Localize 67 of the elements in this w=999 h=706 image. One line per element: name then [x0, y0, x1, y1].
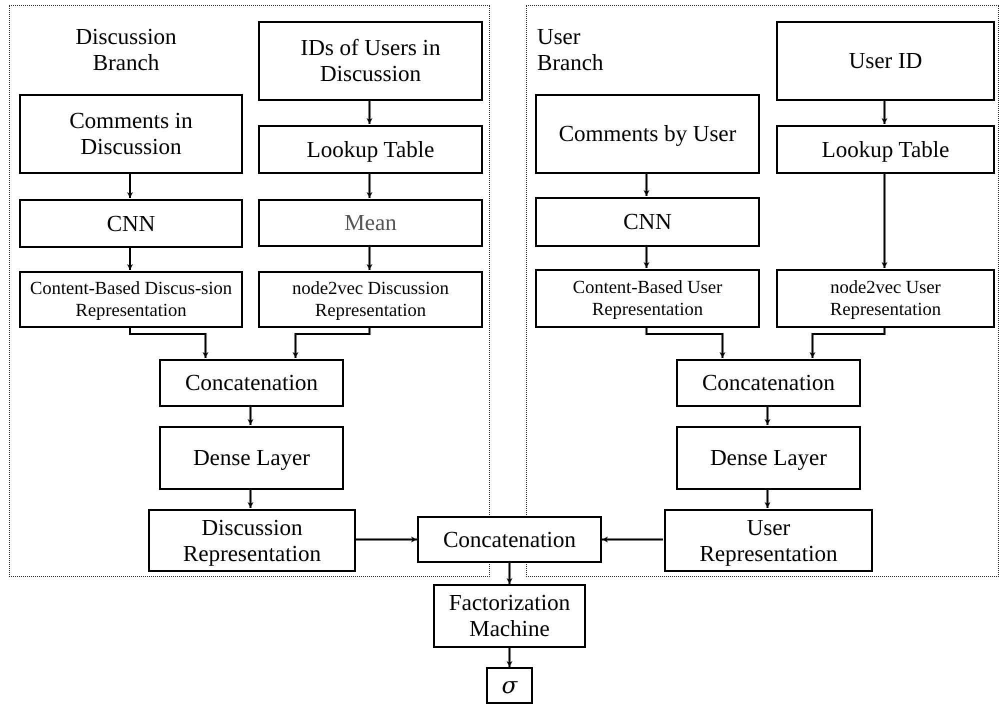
process-box	[535, 197, 760, 247]
arrow	[882, 100, 888, 124]
arrow	[764, 489, 770, 508]
box-label: Content-Based User Representation	[572, 276, 724, 320]
arrow	[764, 406, 770, 425]
box-label: User ID	[848, 48, 924, 74]
arrow	[129, 327, 208, 358]
box-label: IDs of Users in Discussion	[300, 35, 442, 87]
box-label: Discussion Representation	[182, 514, 322, 566]
arrow	[602, 536, 663, 542]
arrow	[646, 327, 726, 358]
box-label: node2vec Discussion Representation	[291, 278, 450, 322]
arrow	[127, 247, 133, 270]
arrow	[506, 648, 512, 667]
arrow	[127, 173, 133, 198]
process-box	[535, 94, 760, 174]
process-box	[776, 125, 995, 174]
process-box	[19, 271, 243, 328]
process-box	[159, 359, 344, 407]
box-label: Factorization Machine	[448, 590, 572, 642]
arrow	[366, 246, 372, 270]
box-label: Concatenation	[442, 526, 577, 552]
arrow	[882, 173, 888, 268]
arrow	[644, 173, 650, 196]
branch-heading: User Branch	[537, 24, 604, 76]
process-box	[159, 426, 344, 490]
box-label: Concatenation	[184, 370, 319, 396]
arrow	[355, 536, 417, 542]
box-label: Lookup Table	[306, 136, 436, 162]
process-box	[433, 584, 586, 648]
process-box	[664, 509, 873, 572]
process-box	[676, 359, 861, 407]
process-box	[258, 199, 483, 247]
arrow	[366, 100, 372, 124]
box-label: User Representation	[698, 514, 838, 566]
process-box	[676, 426, 861, 490]
box-label: Dense Layer	[192, 445, 311, 471]
process-box	[776, 269, 995, 328]
box-label: Content-Based Discus-sion Representation	[29, 278, 233, 322]
arrow	[248, 489, 254, 508]
process-box	[19, 199, 243, 248]
process-box	[258, 271, 483, 328]
process-box	[148, 509, 356, 572]
box-label: Dense Layer	[709, 445, 828, 471]
process-box	[19, 94, 243, 174]
branch-heading: Discussion Branch	[74, 24, 178, 76]
arrow	[506, 563, 512, 584]
arrow	[248, 406, 254, 425]
box-label: σ	[500, 672, 519, 698]
box-label: Concatenation	[701, 370, 836, 396]
arrow	[292, 327, 370, 358]
arrow	[810, 327, 886, 358]
box-label: node2vec User Representation	[829, 276, 942, 320]
box-label: CNN	[622, 209, 673, 235]
arrow	[644, 246, 650, 268]
box-label: CNN	[106, 210, 156, 236]
box-label: Comments by User	[558, 121, 738, 147]
box-label: Comments in Discussion	[68, 108, 194, 160]
process-box	[776, 21, 995, 101]
box-label: Mean	[343, 210, 398, 236]
process-box	[535, 269, 760, 328]
merge-box	[417, 516, 602, 563]
process-box	[258, 125, 483, 174]
process-box	[258, 21, 483, 101]
arrow	[366, 173, 372, 198]
output-box	[486, 667, 533, 704]
box-label: Lookup Table	[820, 136, 950, 162]
